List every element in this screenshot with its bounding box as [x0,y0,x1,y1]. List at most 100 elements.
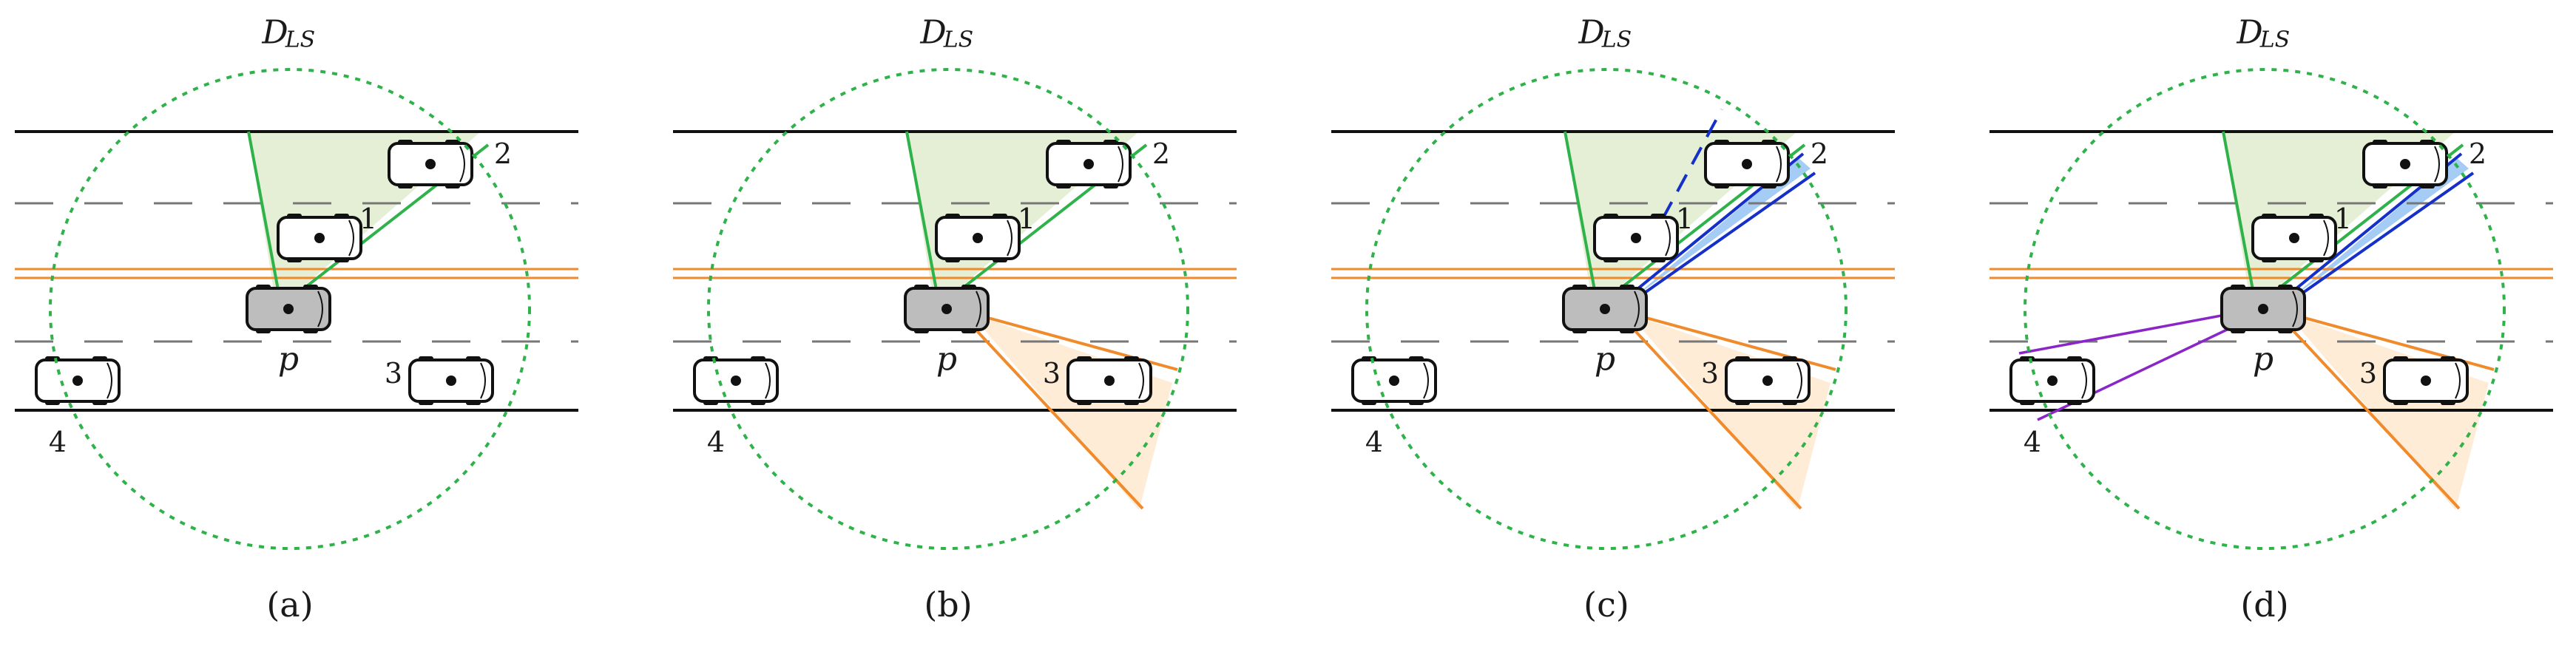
vehicle-center-dot [446,376,456,386]
vehicle-1 [2251,214,2337,262]
vehicle-4 [35,356,121,405]
vehicle-windshield [1423,362,1429,399]
vehicle-1-label: 1 [1675,203,1694,235]
range-label-subscript: LS [1601,27,1632,53]
panel-caption: (d) [2240,585,2289,625]
panel-drawing [15,68,578,550]
ego-vehicle-p [904,285,990,333]
vehicle-center-dot [72,376,83,386]
range-label-main: D [2237,13,2263,52]
vehicle-1-label: 1 [359,203,378,235]
vehicle-windshield [2292,290,2298,327]
vehicle-4-label: 4 [2023,426,2042,458]
vehicle-windshield [2323,220,2329,256]
vehicle-center-dot [2047,376,2058,386]
vehicle-windshield [2455,362,2461,399]
detection-range-circle [49,68,531,550]
vehicle-2 [1046,140,1132,188]
vehicle-center-dot [1742,159,1752,169]
vehicle-center-dot [731,376,741,386]
vehicle-center-dot [2258,304,2268,314]
panel-caption: (a) [266,585,314,625]
vehicle-center-dot [1631,233,1641,243]
vehicle-3 [2383,356,2469,405]
blue-boundary-lower [2287,171,2475,305]
vehicle-2-label: 2 [1152,137,1171,170]
purple-boundary-upper [2018,310,2242,355]
vehicle-3-label: 3 [384,357,403,390]
vehicle-center-dot [425,159,436,169]
vehicle-windshield [1665,220,1671,256]
vehicle-3 [408,356,494,405]
range-label-main: D [1578,13,1605,52]
vehicle-windshield [317,290,323,327]
blue-dashed-line [1646,109,1723,247]
vehicle-center-dot [1084,159,1094,169]
range-label-subscript: LS [2259,27,2291,53]
vehicle-windshield [765,362,771,399]
vehicle-4-label: 4 [1365,426,1384,458]
range-label-main: D [920,13,947,52]
vehicle-center-dot [942,304,952,314]
green-boundary-left [247,131,280,290]
vehicle-3-label: 3 [2359,357,2378,390]
ego-label: p [277,340,300,378]
vehicle-center-dot [1104,376,1115,386]
panel-drawing [1331,68,1895,550]
vehicle-center-dot [2289,233,2299,243]
vehicle-center-dot [1389,376,1399,386]
ego-vehicle-p [246,285,331,333]
vehicle-center-dot [2400,159,2410,169]
blue-shaded-region [1629,158,1811,302]
vehicle-windshield [976,290,981,327]
vehicle-2 [1704,140,1790,188]
orange-boundary-lower [2284,321,2461,510]
vehicle-3 [1066,356,1152,405]
vehicle-4 [1351,356,1437,405]
vehicle-center-dot [2421,376,2431,386]
vehicle-2 [388,140,473,188]
vehicle-windshield [1634,290,1640,327]
vehicle-windshield [348,220,354,256]
vehicle-center-dot [973,233,983,243]
panel-drawing [673,68,1237,550]
vehicle-4-label: 4 [706,426,726,458]
range-label-subscript: LS [943,27,974,53]
orange-boundary-lower [967,321,1144,510]
vehicle-center-dot [283,304,294,314]
vehicle-center-dot [1600,304,1610,314]
range-label-main: D [262,13,288,52]
vehicle-windshield [1796,362,1802,399]
panel-caption: (c) [1583,585,1629,625]
vehicle-4 [2009,356,2095,405]
vehicle-windshield [2434,146,2440,183]
green-boundary-left [1563,131,1596,290]
vehicle-1-label: 1 [2333,203,2353,235]
ego-label: p [2252,340,2274,378]
vehicle-windshield [2081,362,2087,399]
vehicle-2-label: 2 [493,137,513,170]
panel-drawing [1990,68,2553,550]
detection-range-circle [1365,68,1848,550]
vehicle-2-label: 2 [1810,137,1829,170]
vehicle-windshield [1776,146,1782,183]
vehicle-1-label: 1 [1017,203,1036,235]
range-label-subscript: LS [285,27,316,53]
ego-vehicle-p [2220,285,2306,333]
detection-range-circle [707,68,1189,550]
vehicle-windshield [1118,146,1123,183]
green-boundary-left [2222,131,2254,290]
vehicle-2 [2362,140,2448,188]
vehicle-4-label: 4 [48,426,67,458]
vehicle-2-label: 2 [2468,137,2487,170]
orange-boundary-lower [1626,321,1802,510]
ego-vehicle-p [1562,285,1648,333]
vehicle-windshield [480,362,486,399]
vehicle-3 [1725,356,1811,405]
ego-label: p [1594,340,1616,378]
vehicle-windshield [459,146,465,183]
